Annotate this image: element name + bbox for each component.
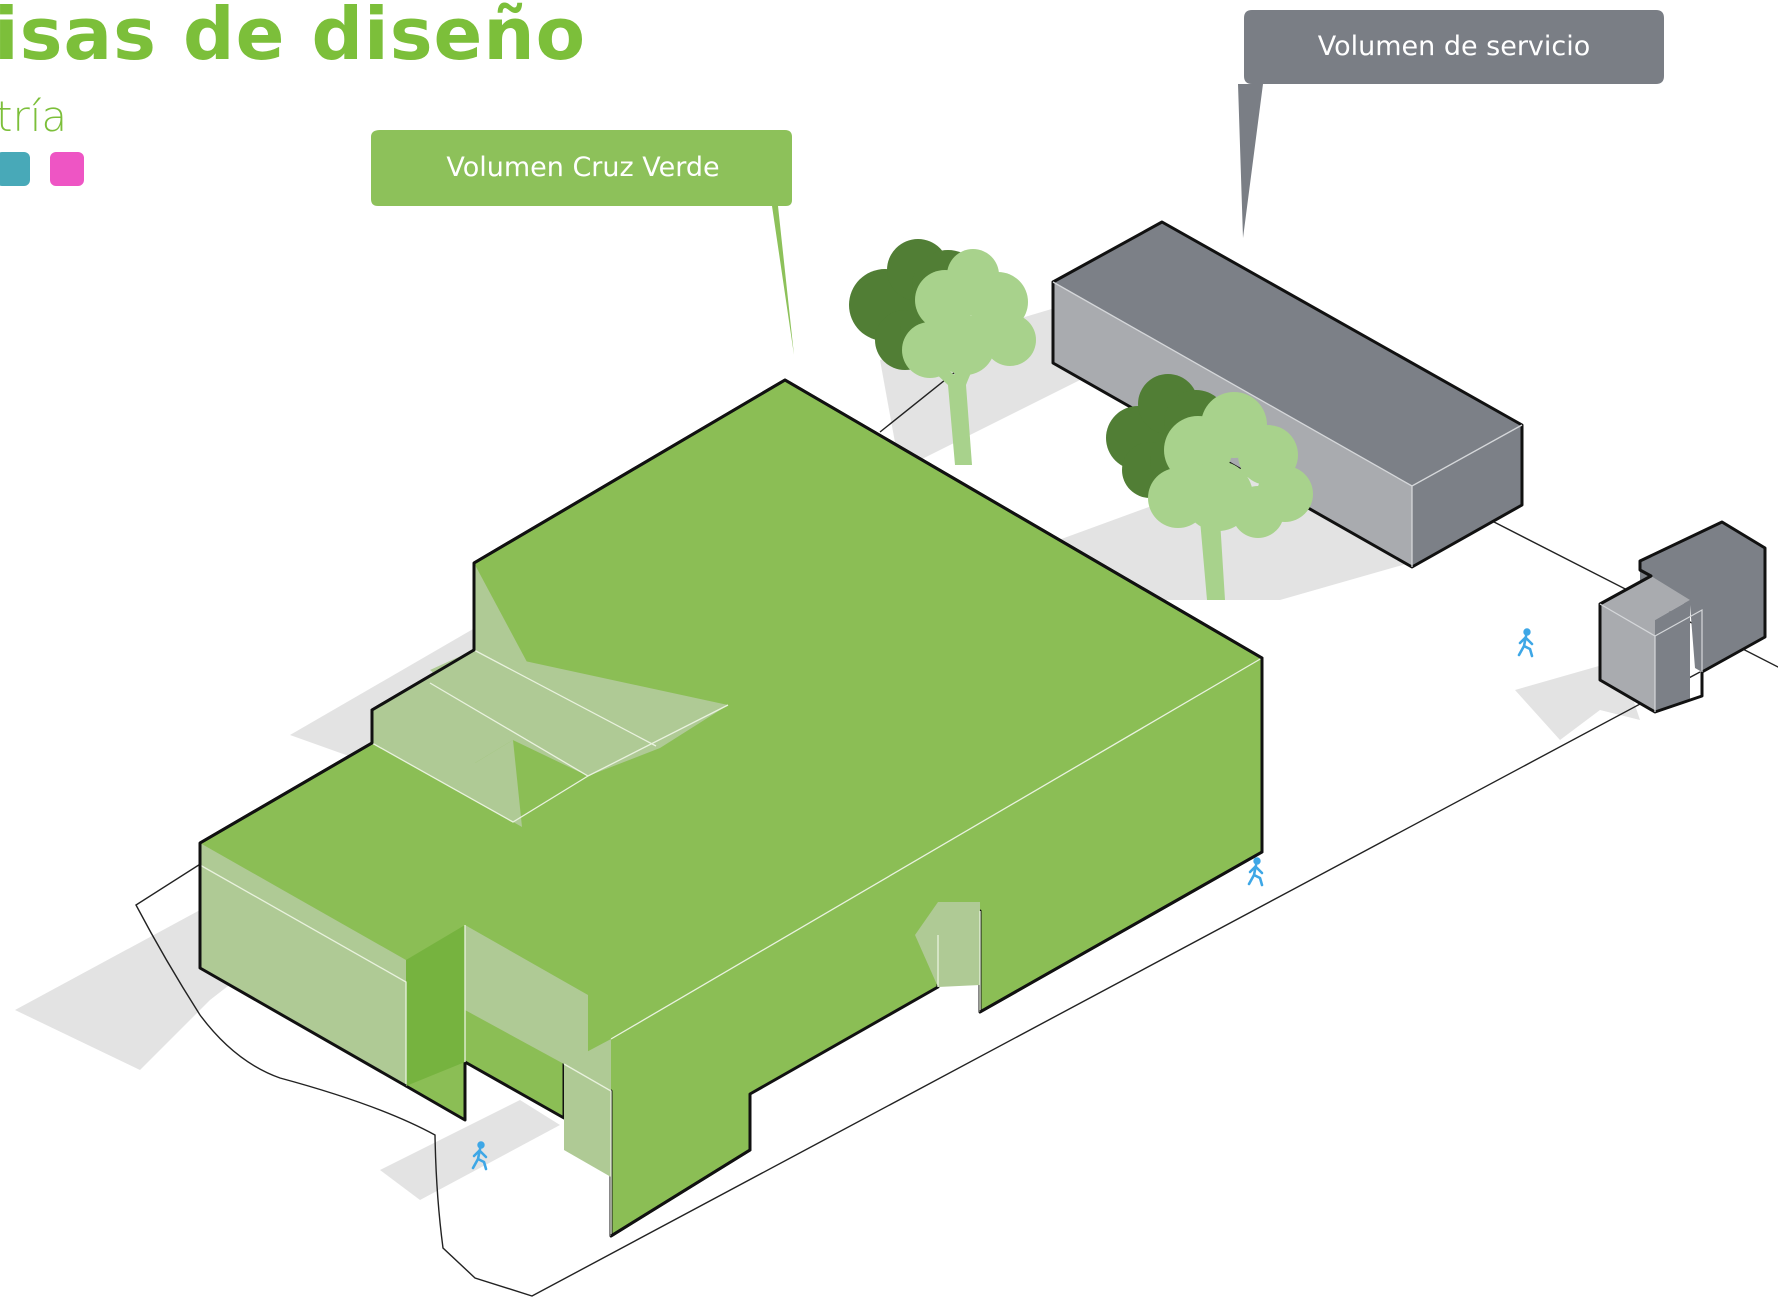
swatch-teal [0, 152, 30, 186]
callout-cruz-verde: Volumen Cruz Verde [371, 130, 794, 355]
swatch-pink [50, 152, 84, 186]
pedestrian-icon [1517, 627, 1534, 658]
callout-servicio-label: Volumen de servicio [1318, 31, 1591, 62]
tree-icon [849, 239, 1036, 465]
tree-icon [1106, 374, 1313, 600]
volumen-cruz-verde [198, 378, 1264, 1238]
annex-volume [1598, 520, 1767, 714]
callout-cruz-verde-label: Volumen Cruz Verde [446, 152, 719, 183]
page-title: isas de diseño [0, 0, 587, 76]
page-subtitle: tría [0, 92, 68, 141]
callout-servicio: Volumen de servicio [1238, 10, 1664, 238]
pedestrian-icon [1247, 856, 1264, 887]
